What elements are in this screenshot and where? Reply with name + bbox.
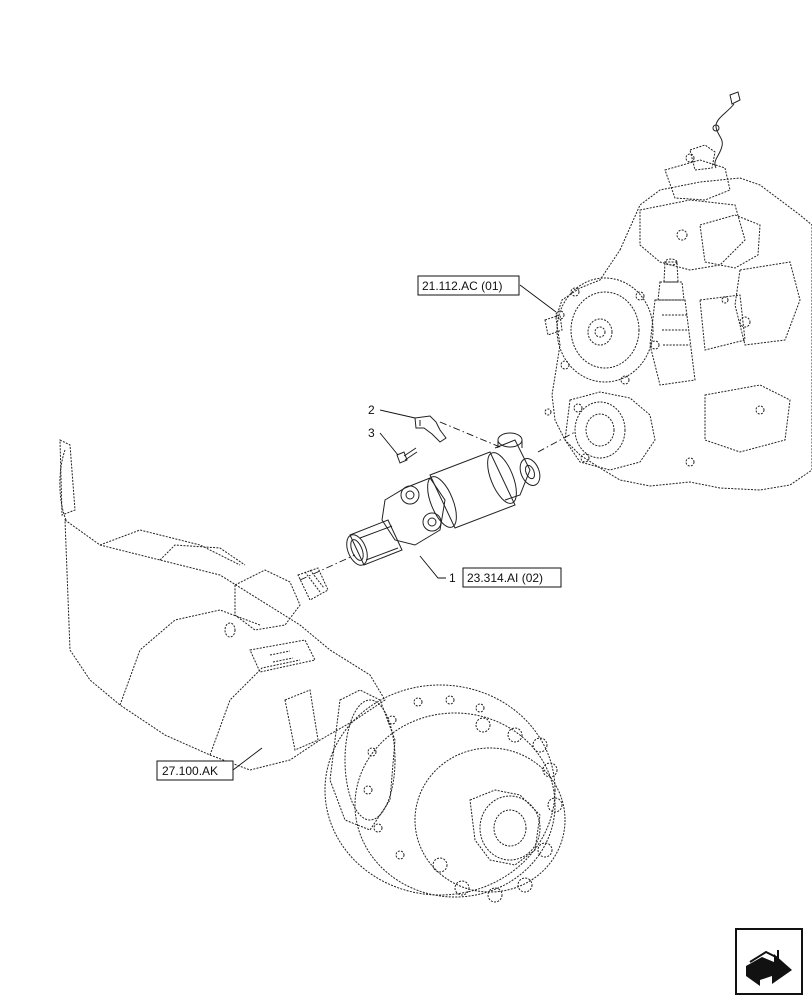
- callout-1: 1: [449, 571, 456, 585]
- guard-bracket: [414, 415, 447, 443]
- transmission-reference[interactable]: 21.112.AC (01): [422, 279, 503, 293]
- callout-3: 3: [368, 426, 375, 440]
- axle-reference[interactable]: 27.100.AK: [162, 764, 218, 778]
- reference-boxes: 21.112.AC (01) 23.314.AI (02) 27.100.AK: [156, 275, 562, 781]
- next-page-arrow-icon[interactable]: [735, 928, 803, 995]
- driveshaft: [346, 432, 541, 566]
- shaft-centerline: [299, 421, 576, 581]
- transmission-housing: [544, 91, 812, 491]
- driveshaft-reference[interactable]: 23.314.AI (02): [467, 571, 543, 585]
- bolt: [396, 447, 418, 464]
- front-axle: [59, 439, 566, 903]
- callouts: 2 3 1: [368, 403, 456, 585]
- callout-2: 2: [368, 403, 375, 417]
